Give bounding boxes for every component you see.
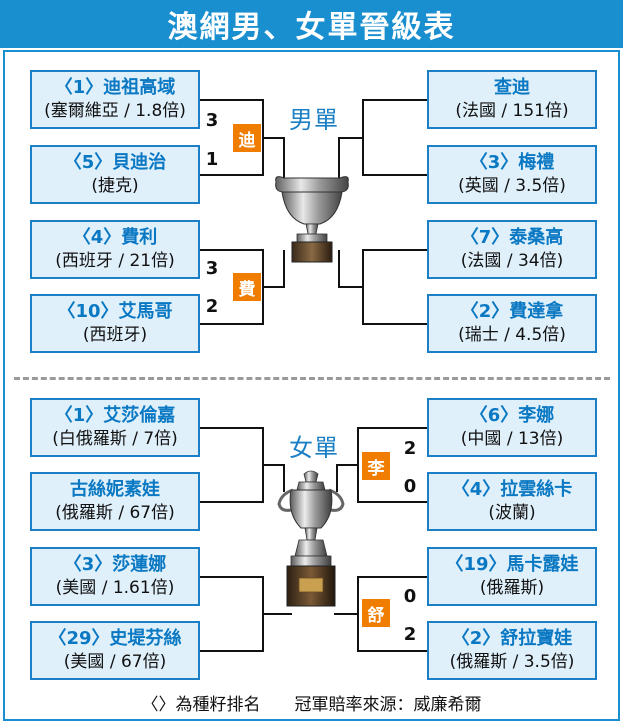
bracket-line: [336, 464, 359, 466]
winner-badge: 舒: [362, 599, 390, 627]
mens-right-box-2: 〈3〉梅禮 (英國 / 3.5倍): [427, 145, 597, 204]
player-name: 〈19〉馬卡露娃: [445, 554, 579, 575]
winner-badge: 迪: [233, 124, 261, 152]
bracket-line: [334, 613, 359, 615]
match-score: 2: [205, 296, 219, 317]
bracket-line: [200, 650, 264, 652]
page-title: 澳網男、女單晉級表: [0, 0, 623, 48]
player-country-odds: (中國 / 13倍): [460, 429, 564, 449]
winner-badge: 費: [233, 273, 261, 301]
player-name: 〈7〉泰桑高: [460, 227, 564, 248]
player-country-odds: (俄羅斯 / 67倍): [55, 503, 175, 523]
bracket-line: [357, 427, 427, 429]
match-score: 3: [205, 110, 219, 131]
womens-right-box-2: 〈4〉拉雲絲卡 (波蘭): [427, 472, 597, 531]
bracket-line: [262, 286, 284, 288]
mens-event-label: 男單: [289, 106, 339, 134]
bracket-line: [338, 250, 340, 288]
section-divider: [14, 377, 610, 380]
player-name: 〈1〉迪祖高域: [54, 77, 176, 98]
match-score: 3: [205, 258, 219, 279]
womens-left-box-4: 〈29〉史堤芬絲 (美國 / 67倍): [30, 621, 200, 680]
match-score: 2: [403, 438, 417, 459]
bracket-line: [338, 137, 340, 187]
winner-badge: 李: [362, 452, 390, 480]
player-country-odds: (英國 / 3.5倍): [458, 176, 566, 196]
player-country-odds: (捷克): [91, 176, 139, 196]
womens-left-box-1: 〈1〉艾莎倫嘉 (白俄羅斯 / 7倍): [30, 398, 200, 457]
bracket-line: [262, 137, 284, 139]
bracket-line: [200, 323, 264, 325]
womens-left-box-3: 〈3〉莎蓮娜 (美國 / 1.61倍): [30, 547, 200, 606]
bracket-line: [362, 99, 427, 101]
player-name: 〈1〉艾莎倫嘉: [54, 405, 176, 426]
bracket-line: [200, 576, 264, 578]
bracket-line: [362, 249, 427, 251]
bracket-line: [200, 174, 264, 176]
mens-left-box-2: 〈5〉貝迪治 (捷克): [30, 145, 200, 204]
bracket-line: [200, 99, 264, 101]
player-name: 古絲妮素娃: [70, 479, 160, 500]
womens-trophy-icon: [277, 470, 345, 607]
footer-note: 〈〉為種籽排名 冠軍賠率來源：威廉希爾: [141, 695, 482, 715]
player-name: 〈2〉費達拿: [460, 301, 564, 322]
womens-right-box-4: 〈2〉舒拉寶娃 (俄羅斯 / 3.5倍): [427, 621, 597, 680]
player-country-odds: (塞爾維亞 / 1.8倍): [44, 101, 186, 121]
player-country-odds: (美國 / 67倍): [63, 652, 167, 672]
bracket-line: [262, 613, 292, 615]
player-country-odds: (西班牙): [82, 325, 148, 345]
bracket-line: [262, 464, 284, 466]
mens-right-box-1: 查迪 (法國 / 151倍): [427, 70, 597, 129]
bracket-line: [338, 286, 364, 288]
player-name: 〈6〉李娜: [469, 405, 555, 426]
mens-trophy-icon: [275, 176, 349, 263]
player-name: 〈3〉莎蓮娜: [63, 554, 167, 575]
player-name: 查迪: [494, 77, 530, 98]
player-country-odds: (西班牙 / 21倍): [55, 251, 175, 271]
womens-right-box-3: 〈19〉馬卡露娃 (俄羅斯): [427, 547, 597, 606]
player-name: 〈4〉拉雲絲卡: [451, 479, 573, 500]
player-country-odds: (俄羅斯 / 3.5倍): [449, 652, 575, 672]
bracket-line: [283, 250, 285, 288]
mens-right-box-4: 〈2〉費達拿 (瑞士 / 4.5倍): [427, 294, 597, 353]
match-score: 0: [403, 586, 417, 607]
bracket-line: [200, 249, 264, 251]
bracket-line: [200, 427, 264, 429]
bracket-line: [200, 501, 264, 503]
bracket-line: [338, 137, 364, 139]
player-country-odds: (俄羅斯): [479, 578, 545, 598]
bracket-line: [283, 137, 285, 187]
player-name: 〈5〉貝迪治: [63, 152, 167, 173]
match-score: 2: [403, 624, 417, 645]
mens-left-box-3: 〈4〉費利 (西班牙 / 21倍): [30, 220, 200, 279]
player-country-odds: (白俄羅斯 / 7倍): [52, 429, 178, 449]
mens-right-box-3: 〈7〉泰桑高 (法國 / 34倍): [427, 220, 597, 279]
bracket-line: [336, 464, 338, 492]
player-country-odds: (波蘭): [488, 503, 536, 523]
player-country-odds: (法國 / 34倍): [460, 251, 564, 271]
player-name: 〈29〉史堤芬絲: [48, 628, 182, 649]
bracket-line: [362, 323, 427, 325]
match-score: 1: [205, 149, 219, 170]
womens-right-box-1: 〈6〉李娜 (中國 / 13倍): [427, 398, 597, 457]
bracket-line: [362, 174, 427, 176]
player-name: 〈10〉艾馬哥: [57, 301, 173, 322]
mens-left-box-1: 〈1〉迪祖高域 (塞爾維亞 / 1.8倍): [30, 70, 200, 129]
bracket-line: [283, 464, 285, 492]
bracket-line: [357, 650, 427, 652]
player-country-odds: (法國 / 151倍): [455, 101, 569, 121]
womens-left-box-2: 古絲妮素娃 (俄羅斯 / 67倍): [30, 472, 200, 531]
player-country-odds: (美國 / 1.61倍): [55, 578, 175, 598]
player-country-odds: (瑞士 / 4.5倍): [458, 325, 566, 345]
bracket-line: [357, 576, 427, 578]
match-score: 0: [403, 476, 417, 497]
mens-left-box-4: 〈10〉艾馬哥 (西班牙): [30, 294, 200, 353]
womens-event-label: 女單: [289, 434, 339, 462]
player-name: 〈3〉梅禮: [469, 152, 555, 173]
bracket-line: [357, 501, 427, 503]
player-name: 〈4〉費利: [72, 227, 158, 248]
player-name: 〈2〉舒拉寶娃: [451, 628, 573, 649]
